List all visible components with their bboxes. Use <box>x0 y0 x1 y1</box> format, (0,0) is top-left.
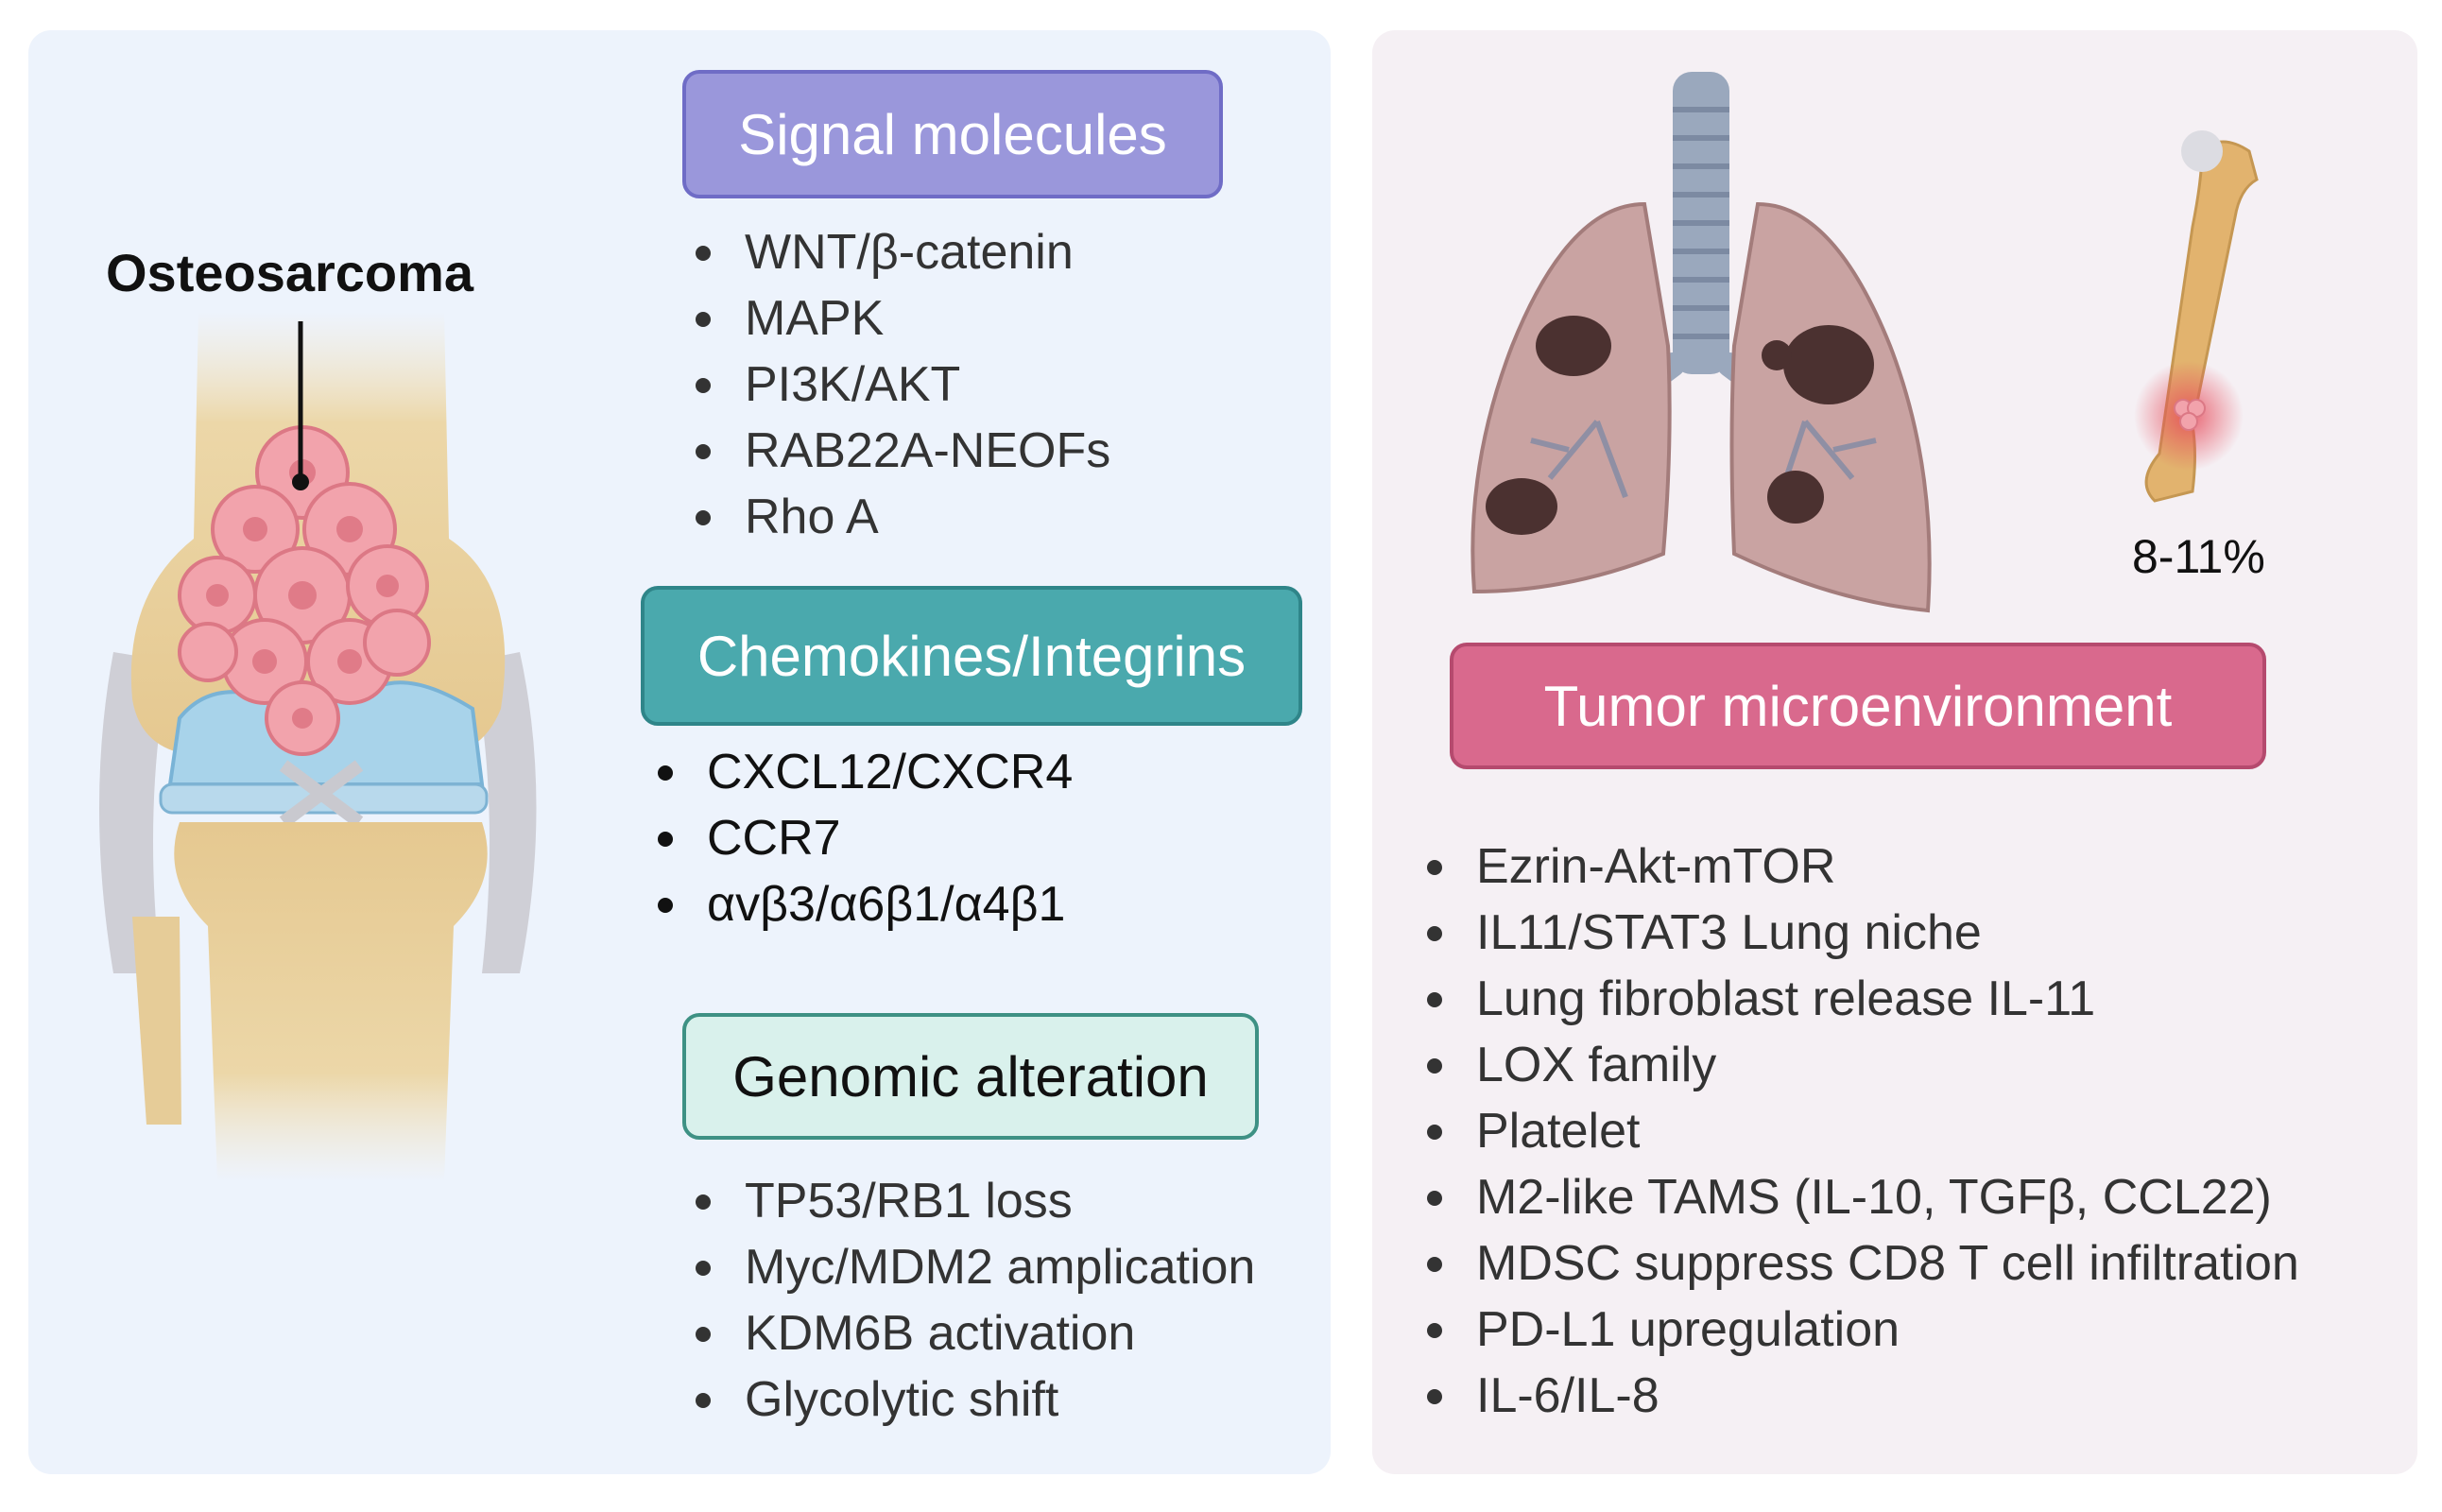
metastasis-percent-label: 8-11% <box>2132 530 2265 583</box>
list-item: Glycolytic shift <box>690 1366 1255 1433</box>
signal-molecules-header: Signal molecules <box>682 70 1223 198</box>
list-item: Platelet <box>1421 1098 2299 1164</box>
osteosarcoma-label: Osteosarcoma <box>106 243 474 302</box>
list-item: WNT/β-catenin <box>690 219 1110 285</box>
list-item: IL-6/IL-8 <box>1421 1363 2299 1429</box>
list-item: IL11/STAT3 Lung niche <box>1421 900 2299 966</box>
lungs-illustration <box>1470 72 1932 613</box>
signal-molecules-list: WNT/β-catenin MAPK PI3K/AKT RAB22A-NEOFs… <box>690 219 1110 550</box>
list-item: PI3K/AKT <box>690 352 1110 418</box>
list-item: Myc/MDM2 amplication <box>690 1234 1255 1300</box>
tumor-microenvironment-list: Ezrin-Akt-mTOR IL11/STAT3 Lung niche Lun… <box>1421 833 2299 1429</box>
knee-joint-illustration <box>99 312 537 1181</box>
list-item: CXCL12/CXCR4 <box>652 739 1073 805</box>
list-item: MDSC suppress CD8 T cell infiltration <box>1421 1230 2299 1297</box>
list-item: Rho A <box>690 484 1110 550</box>
genomic-alteration-header: Genomic alteration <box>682 1013 1259 1140</box>
list-item: CCR7 <box>652 805 1073 871</box>
list-item: Ezrin-Akt-mTOR <box>1421 833 2299 900</box>
femur-bone-illustration <box>2134 130 2259 503</box>
chemokines-integrins-header: Chemokines/Integrins <box>641 586 1302 726</box>
list-item: MAPK <box>690 285 1110 352</box>
genomic-alteration-list: TP53/RB1 loss Myc/MDM2 amplication KDM6B… <box>690 1168 1255 1433</box>
list-item: KDM6B activation <box>690 1300 1255 1366</box>
list-item: LOX family <box>1421 1032 2299 1098</box>
tumor-microenvironment-header: Tumor microenvironment <box>1450 643 2266 769</box>
list-item: Lung fibroblast release IL-11 <box>1421 966 2299 1032</box>
list-item: PD-L1 upregulation <box>1421 1297 2299 1363</box>
list-item: αvβ3/α6β1/α4β1 <box>652 871 1073 937</box>
list-item: M2-like TAMS (IL-10, TGFβ, CCL22) <box>1421 1164 2299 1230</box>
chemokines-integrins-list: CXCL12/CXCR4 CCR7 αvβ3/α6β1/α4β1 <box>652 739 1073 937</box>
list-item: TP53/RB1 loss <box>690 1168 1255 1234</box>
list-item: RAB22A-NEOFs <box>690 418 1110 484</box>
